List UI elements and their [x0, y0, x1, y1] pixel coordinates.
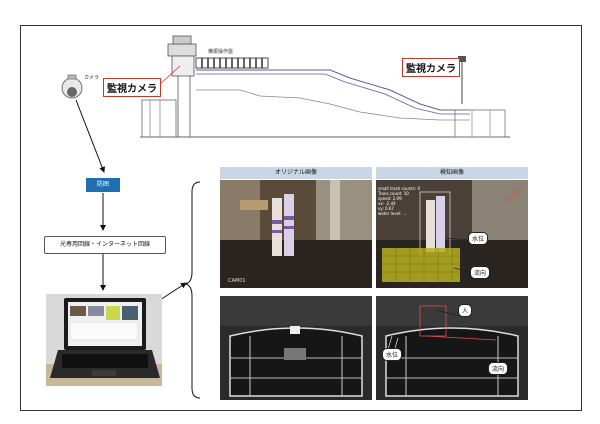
- camera-caption: カメラ: [84, 75, 100, 81]
- overlay-line: vx: -2.44: [378, 201, 396, 206]
- cam-tag: CAM01: [228, 278, 246, 284]
- overlay-line: speed: 2.09: [378, 196, 402, 201]
- overlay-line: water level: ...: [378, 211, 407, 216]
- detect-overlay-text: small trash counts: 0 Trans count: 10 sp…: [378, 186, 420, 216]
- overlay-line: small trash counts: 0: [378, 186, 421, 191]
- gate-label: 横振操作盤: [208, 49, 234, 55]
- network-line-box: 光専用回線・インターネット回線: [44, 236, 166, 254]
- laptop-image: [46, 294, 162, 386]
- figure-frame: [20, 25, 582, 411]
- photo-original-1: CAM01: [220, 180, 372, 288]
- overlay-line: Trans count: 10: [378, 191, 409, 196]
- monitor-camera-right-label: 監視カメラ: [402, 58, 460, 77]
- monitor-camera-left-label: 監視カメラ: [103, 78, 161, 97]
- header-original: オリジナル画像: [220, 167, 372, 179]
- photo-detect-1: small trash counts: 0 Trans count: 10 sp…: [376, 180, 528, 288]
- callout-water-level-1: 水位: [468, 232, 489, 245]
- enclosure-box: 防囲: [86, 178, 120, 192]
- callout-water-level-2: 水位: [382, 348, 403, 361]
- header-detect: 検知画像: [376, 167, 528, 179]
- callout-person: 人: [458, 304, 473, 317]
- photo-detect-2: 人 水位 流向: [376, 296, 528, 400]
- callout-flow-direction-1: 流向: [470, 266, 491, 279]
- callout-flow-direction-2: 流向: [488, 362, 509, 375]
- overlay-line: vy: 0.67: [378, 206, 394, 211]
- photo-original-2: [220, 296, 372, 400]
